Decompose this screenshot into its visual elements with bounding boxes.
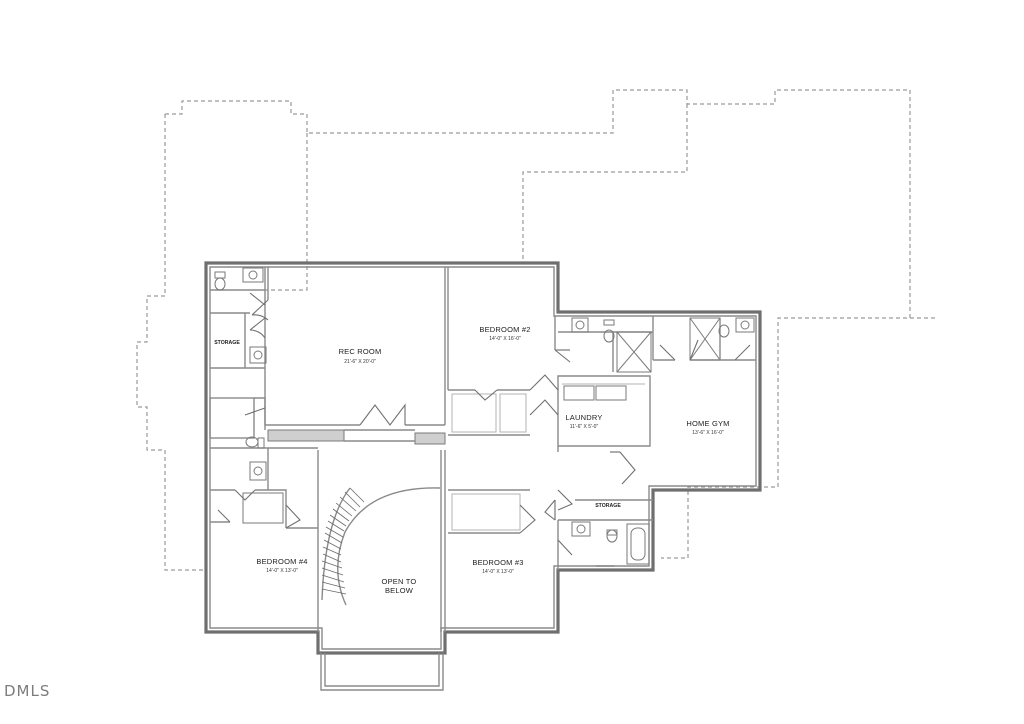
label-open-to-below-1: OPEN TO	[382, 577, 417, 586]
plumbing-fixtures	[214, 267, 755, 543]
curved-staircase	[321, 487, 441, 606]
room-labels: REC ROOM 21'-6" X 20'-0" BEDROOM #2 14'-…	[214, 325, 729, 595]
label-bedroom-2: BEDROOM #2	[479, 325, 530, 334]
dims-bedroom-2: 14'-0" X 16'-0"	[489, 336, 521, 342]
label-storage-right: STORAGE	[595, 503, 621, 509]
label-rec-room: REC ROOM	[339, 347, 382, 356]
dims-bedroom-3: 14'-0" X 13'-0"	[482, 569, 514, 575]
door-swings	[217, 292, 751, 556]
roof-outline-dashed	[136, 89, 936, 571]
label-home-gym: HOME GYM	[686, 419, 729, 428]
label-laundry: LAUNDRY	[565, 413, 602, 422]
dims-home-gym: 13'-6" X 16'-0"	[692, 430, 724, 436]
front-balcony	[320, 653, 444, 691]
dims-bedroom-4: 14'-0" X 13'-0"	[266, 568, 298, 574]
label-storage-left: STORAGE	[214, 340, 240, 346]
label-bedroom-3: BEDROOM #3	[472, 558, 523, 567]
exterior-walls	[204, 261, 762, 655]
dims-rec-room: 21'-6" X 20'-0"	[344, 359, 376, 365]
dims-laundry: 11'-6" X 5'-0"	[570, 424, 599, 430]
interior-walls	[209, 267, 756, 632]
mls-watermark: DMLS	[4, 682, 51, 700]
label-bedroom-4: BEDROOM #4	[256, 557, 307, 566]
label-open-to-below-2: BELOW	[385, 586, 414, 595]
